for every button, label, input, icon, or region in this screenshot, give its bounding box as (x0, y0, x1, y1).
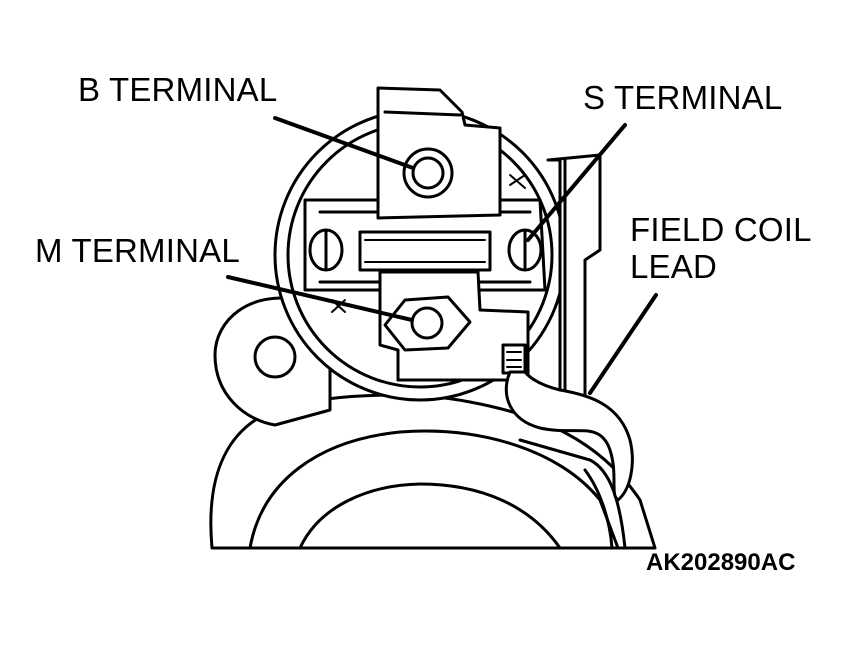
b-terminal-label: B TERMINAL (78, 71, 278, 108)
s-terminal-label: S TERMINAL (583, 79, 783, 116)
field-coil-lead-wire (504, 370, 634, 502)
left-screw (308, 228, 344, 272)
field-coil-label-line2: LEAD (630, 248, 718, 285)
s-terminal-leader (526, 123, 627, 242)
m-terminal-leader (226, 275, 414, 322)
b-terminal-leader (273, 116, 415, 170)
right-screw (507, 228, 543, 272)
flange-bolt-hole (253, 335, 297, 379)
field-coil-leader (588, 293, 658, 395)
figure-code: AK202890AC (646, 549, 796, 576)
field-coil-label-line1: FIELD COIL (630, 211, 812, 248)
b-terminal-block (376, 86, 526, 220)
m-terminal-label: M TERMINAL (35, 232, 240, 269)
m-terminal-block (331, 270, 530, 382)
